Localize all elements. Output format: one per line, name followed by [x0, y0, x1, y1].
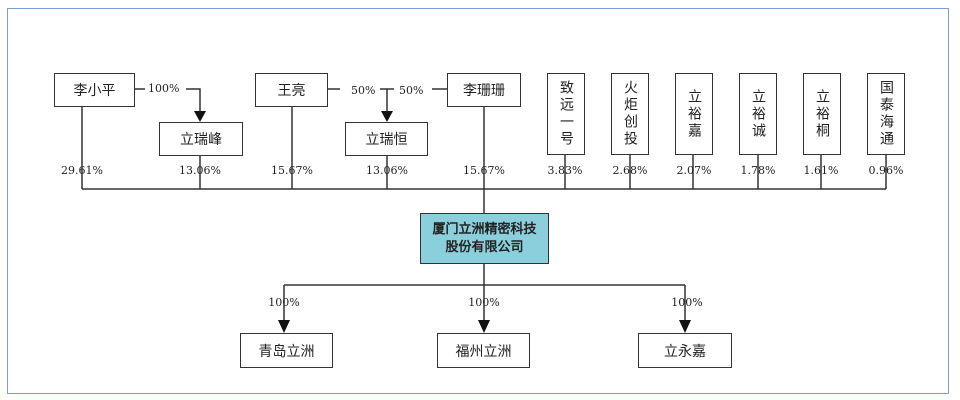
subsidiary-name: 福州立洲: [455, 343, 512, 360]
subsidiary-box-liyongjia: 立永嘉: [638, 333, 732, 368]
shareholder-name: 立瑞峰: [180, 132, 222, 148]
company-box: 厦门立洲精密科技 股份有限公司: [420, 213, 549, 264]
shareholder-name: 立裕桐: [814, 88, 830, 140]
shareholder-box-huoju: 火炬创投: [611, 73, 649, 155]
diagram-frame: [7, 8, 949, 394]
ownership-pct: 1.61%: [803, 164, 839, 177]
ownership-pct: 2.68%: [612, 164, 648, 177]
shareholder-box-liruifeng: 立瑞峰: [159, 122, 243, 156]
subsidiary-pct: 100%: [671, 296, 703, 309]
subsidiary-box-qingdao: 青岛立洲: [240, 333, 333, 368]
ownership-pct: 13.06%: [366, 164, 408, 177]
shareholder-name: 王亮: [277, 83, 306, 99]
ownership-pct: 0.96%: [868, 164, 904, 177]
shareholder-box-wang-liang: 王亮: [255, 73, 328, 107]
shareholder-name: 国泰海通: [878, 80, 894, 148]
shareholder-box-liyucheng: 立裕诚: [739, 73, 777, 155]
shareholder-name: 立裕嘉: [686, 88, 702, 140]
subsidiary-box-fuzhou: 福州立洲: [437, 333, 530, 368]
ownership-pct: 1.78%: [740, 164, 776, 177]
shareholder-name: 立瑞恒: [365, 132, 408, 148]
ownership-pct: 15.67%: [463, 164, 505, 177]
link-label-wl-lrh: 50%: [349, 84, 378, 97]
subsidiary-name: 青岛立洲: [258, 343, 315, 360]
shareholder-box-li-shanshan: 李珊珊: [447, 73, 521, 107]
ownership-pct: 2.07%: [676, 164, 712, 177]
subsidiary-pct: 100%: [468, 296, 500, 309]
shareholder-box-liruiheng: 立瑞恒: [345, 122, 428, 156]
ownership-pct: 3.83%: [547, 164, 583, 177]
shareholder-box-guotai-haitong: 国泰海通: [867, 73, 905, 155]
subsidiary-pct: 100%: [268, 296, 300, 309]
shareholder-box-zhiyuan: 致远一号: [547, 73, 585, 155]
ownership-pct: 29.61%: [61, 164, 103, 177]
shareholder-box-liyujia: 立裕嘉: [675, 73, 713, 155]
shareholder-box-liyutong: 立裕桐: [803, 73, 841, 155]
shareholder-name: 李小平: [73, 83, 116, 99]
shareholder-name: 火炬创投: [622, 80, 638, 148]
link-label-lss-lrh: 50%: [397, 84, 426, 97]
subsidiary-name: 立永嘉: [664, 343, 706, 360]
shareholder-name: 致远一号: [558, 80, 574, 148]
company-name-line1: 厦门立洲精密科技: [432, 221, 537, 237]
company-name-line2: 股份有限公司: [445, 239, 524, 255]
link-label-lxp-lrf: 100%: [146, 82, 182, 95]
ownership-pct: 13.06%: [179, 164, 221, 177]
shareholder-name: 立裕诚: [750, 88, 766, 140]
shareholder-box-li-xiaoping: 李小平: [54, 73, 135, 107]
ownership-pct: 15.67%: [271, 164, 313, 177]
shareholder-name: 李珊珊: [463, 83, 505, 99]
